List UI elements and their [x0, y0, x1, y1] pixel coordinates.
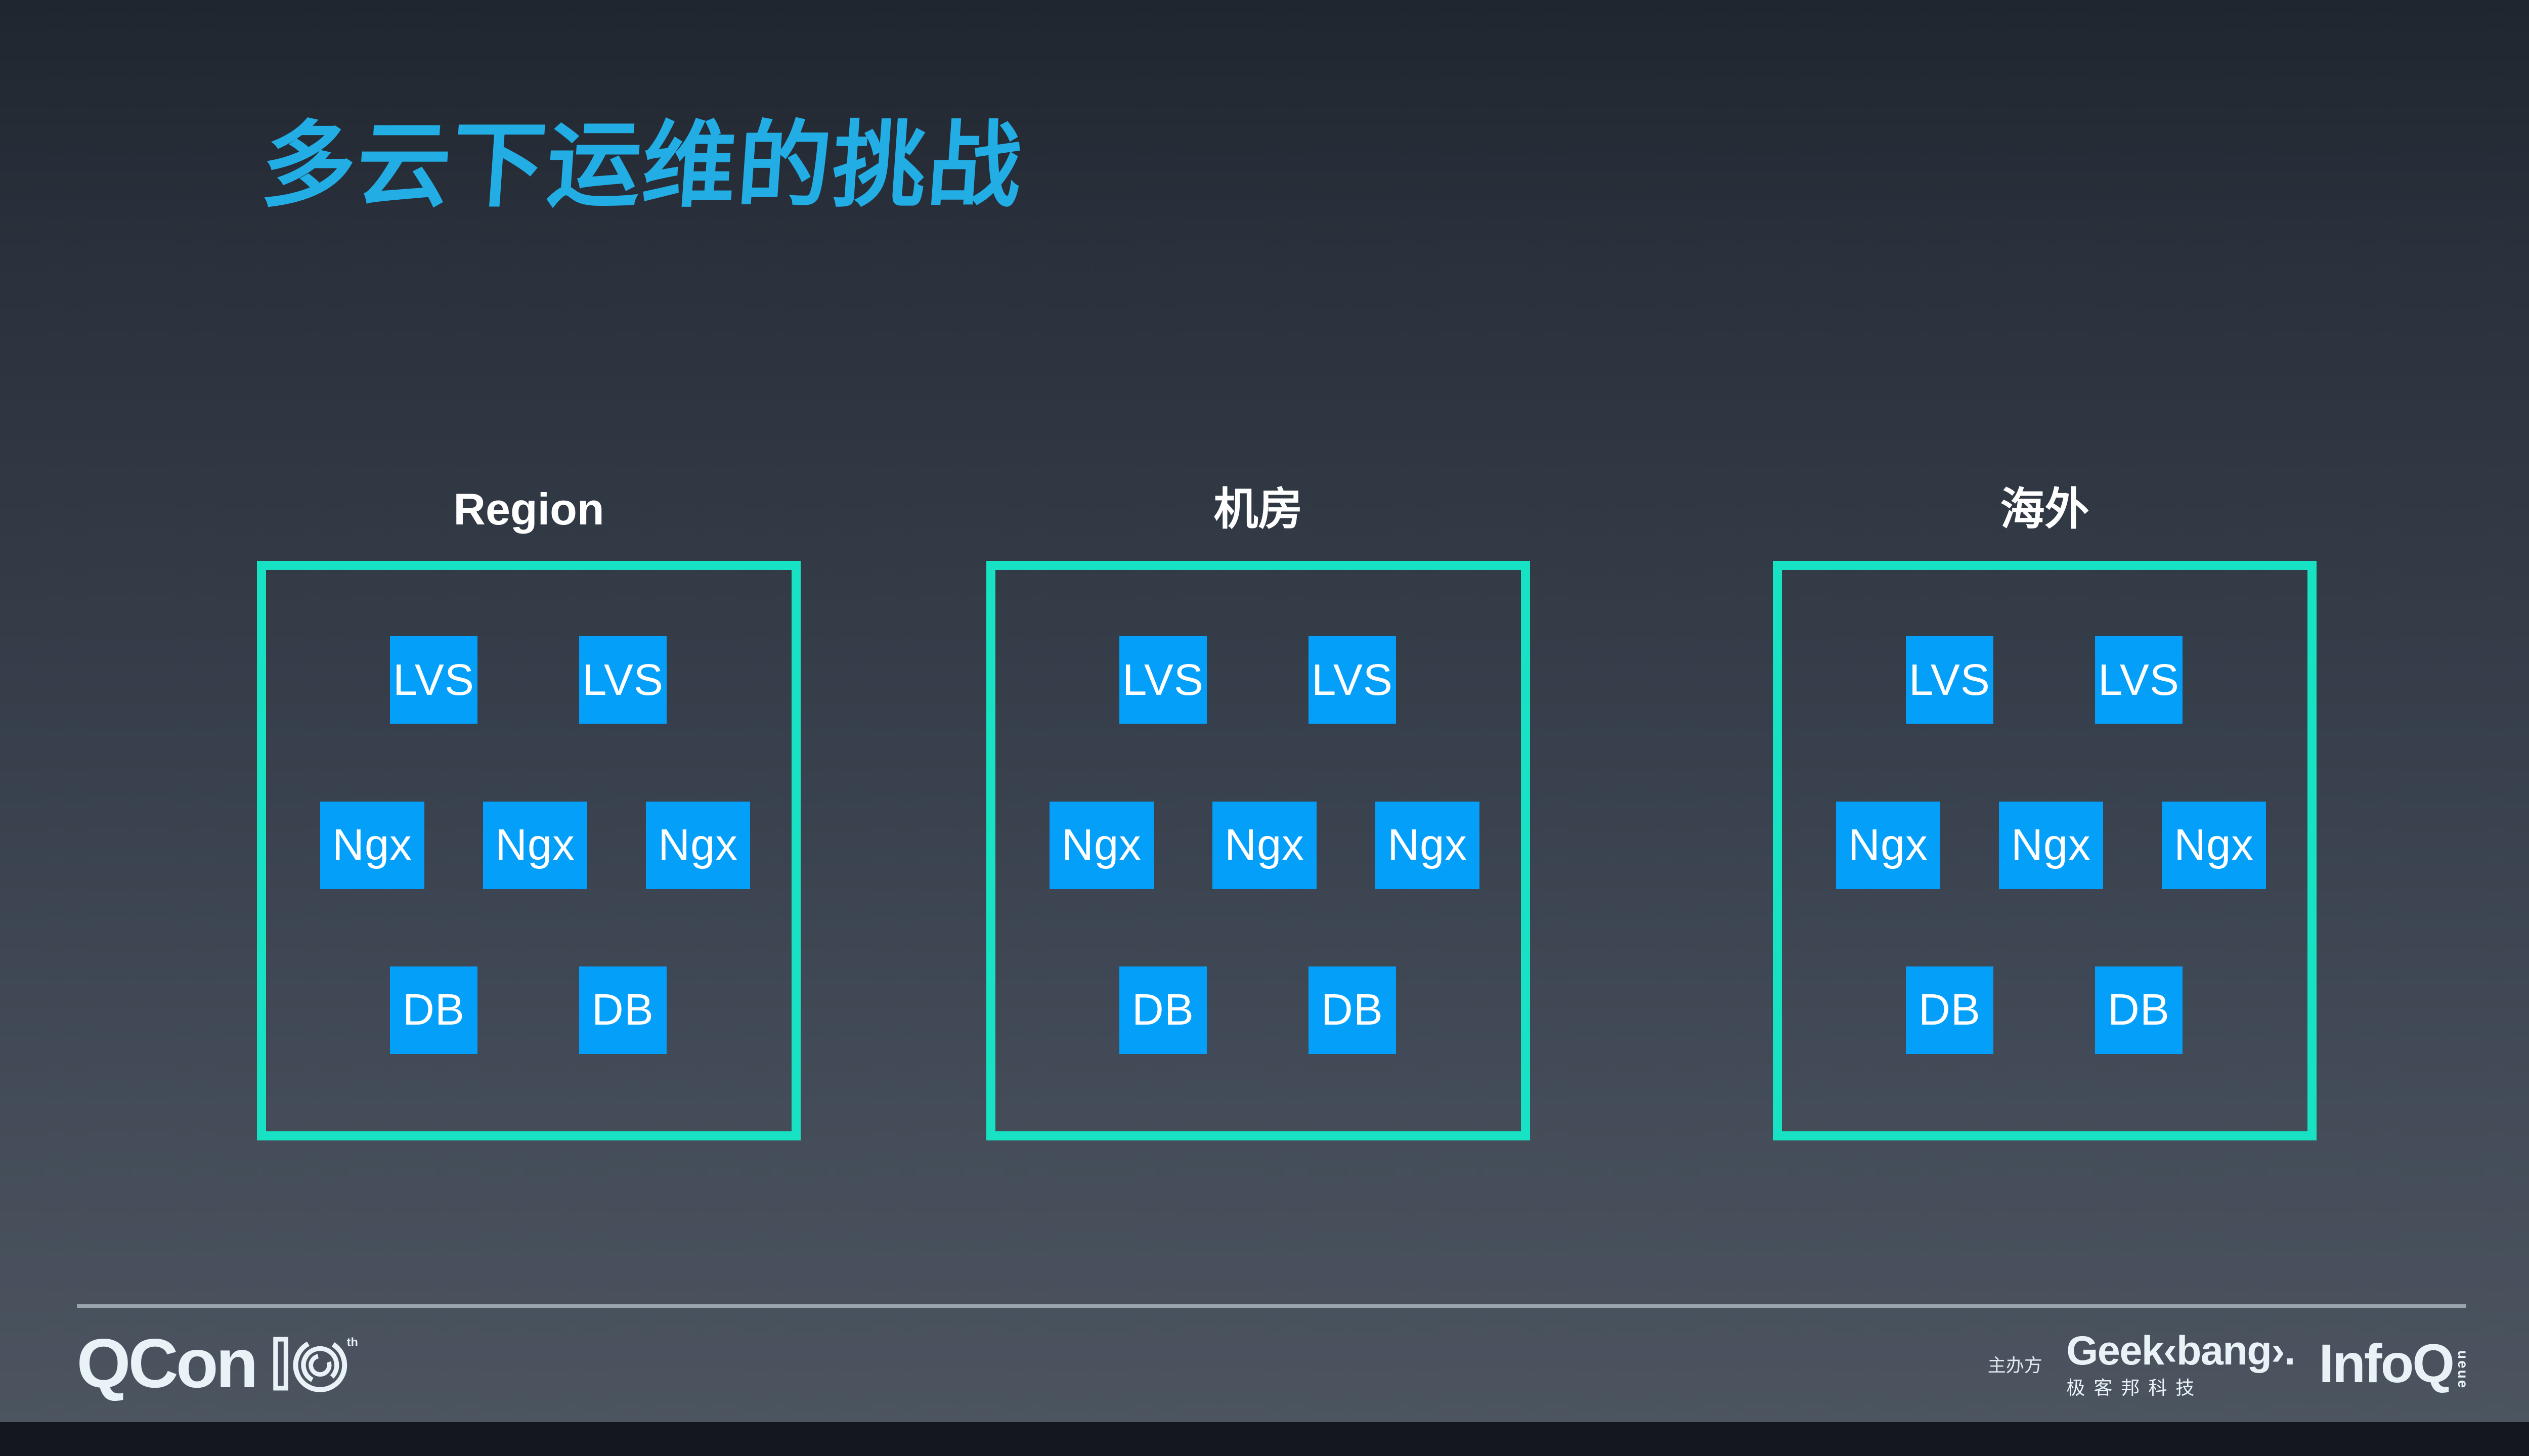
organizer-logos: 主办方 Geek‹bang›. 极客邦科技 InfoQ ueue: [1987, 1328, 2471, 1398]
organizer-label: 主办方: [1987, 1354, 2042, 1376]
cluster-region: Region LVS LVS Ngx Ngx Ngx DB DB: [257, 483, 801, 1141]
node-lvs: LVS: [390, 636, 477, 724]
footer: QCon th 主办方 Geek‹bang›. 极客邦科技 InfoQ ueue: [77, 1326, 2471, 1402]
footer-divider: [76, 1304, 2466, 1308]
node-ngx: Ngx: [1212, 801, 1317, 889]
node-lvs: LVS: [1119, 636, 1207, 724]
cluster-box: LVS LVS Ngx Ngx Ngx DB DB: [986, 561, 1530, 1141]
qcon-logo: QCon th: [77, 1329, 360, 1399]
page-title: 多云下运维的挑战: [258, 114, 1026, 218]
node-db: DB: [1309, 966, 1396, 1054]
node-lvs: LVS: [1906, 636, 1993, 724]
node-db: DB: [2095, 966, 2183, 1054]
cluster-label: 海外: [2000, 484, 2089, 535]
geekbang-wordmark: Geek‹bang›.: [2066, 1328, 2295, 1374]
qcon-wordmark: QCon: [76, 1325, 258, 1402]
node-db: DB: [1906, 966, 1993, 1054]
cluster-label: 机房: [1213, 484, 1303, 535]
geekbang-subtext: 极客邦科技: [2066, 1377, 2203, 1398]
node-ngx: Ngx: [1050, 801, 1154, 889]
infoq-queue-text: ueue: [2455, 1350, 2471, 1390]
cluster-box: LVS LVS Ngx Ngx Ngx DB DB: [1773, 561, 2317, 1141]
qcon-10th-icon: th: [273, 1335, 358, 1393]
infoq-logo: InfoQ ueue: [2319, 1333, 2471, 1394]
node-db: DB: [1119, 966, 1207, 1054]
node-ngx: Ngx: [646, 801, 750, 889]
cluster-datacenter: 机房 LVS LVS Ngx Ngx Ngx DB DB: [986, 483, 1530, 1141]
node-ngx: Ngx: [1375, 801, 1479, 889]
cluster-overseas: 海外 LVS LVS Ngx Ngx Ngx DB DB: [1773, 483, 2317, 1141]
node-ngx: Ngx: [320, 801, 424, 889]
geekbang-logo: Geek‹bang›. 极客邦科技: [2066, 1328, 2295, 1398]
cluster-label: Region: [453, 484, 604, 535]
infoq-wordmark: InfoQ: [2319, 1333, 2455, 1394]
node-lvs: LVS: [2095, 636, 2183, 724]
node-lvs: LVS: [1309, 636, 1396, 724]
qcon-edition-suffix: th: [346, 1335, 358, 1348]
node-ngx: Ngx: [2162, 801, 2266, 889]
node-db: DB: [390, 966, 477, 1054]
node-db: DB: [579, 966, 667, 1054]
node-ngx: Ngx: [1836, 801, 1940, 889]
node-ngx: Ngx: [1999, 801, 2103, 889]
slide-canvas: 多云下运维的挑战 Region LVS LVS Ngx Ngx Ngx DB D…: [0, 0, 2529, 1422]
node-lvs: LVS: [579, 636, 667, 724]
node-ngx: Ngx: [483, 801, 587, 889]
cluster-box: LVS LVS Ngx Ngx Ngx DB DB: [257, 561, 801, 1141]
